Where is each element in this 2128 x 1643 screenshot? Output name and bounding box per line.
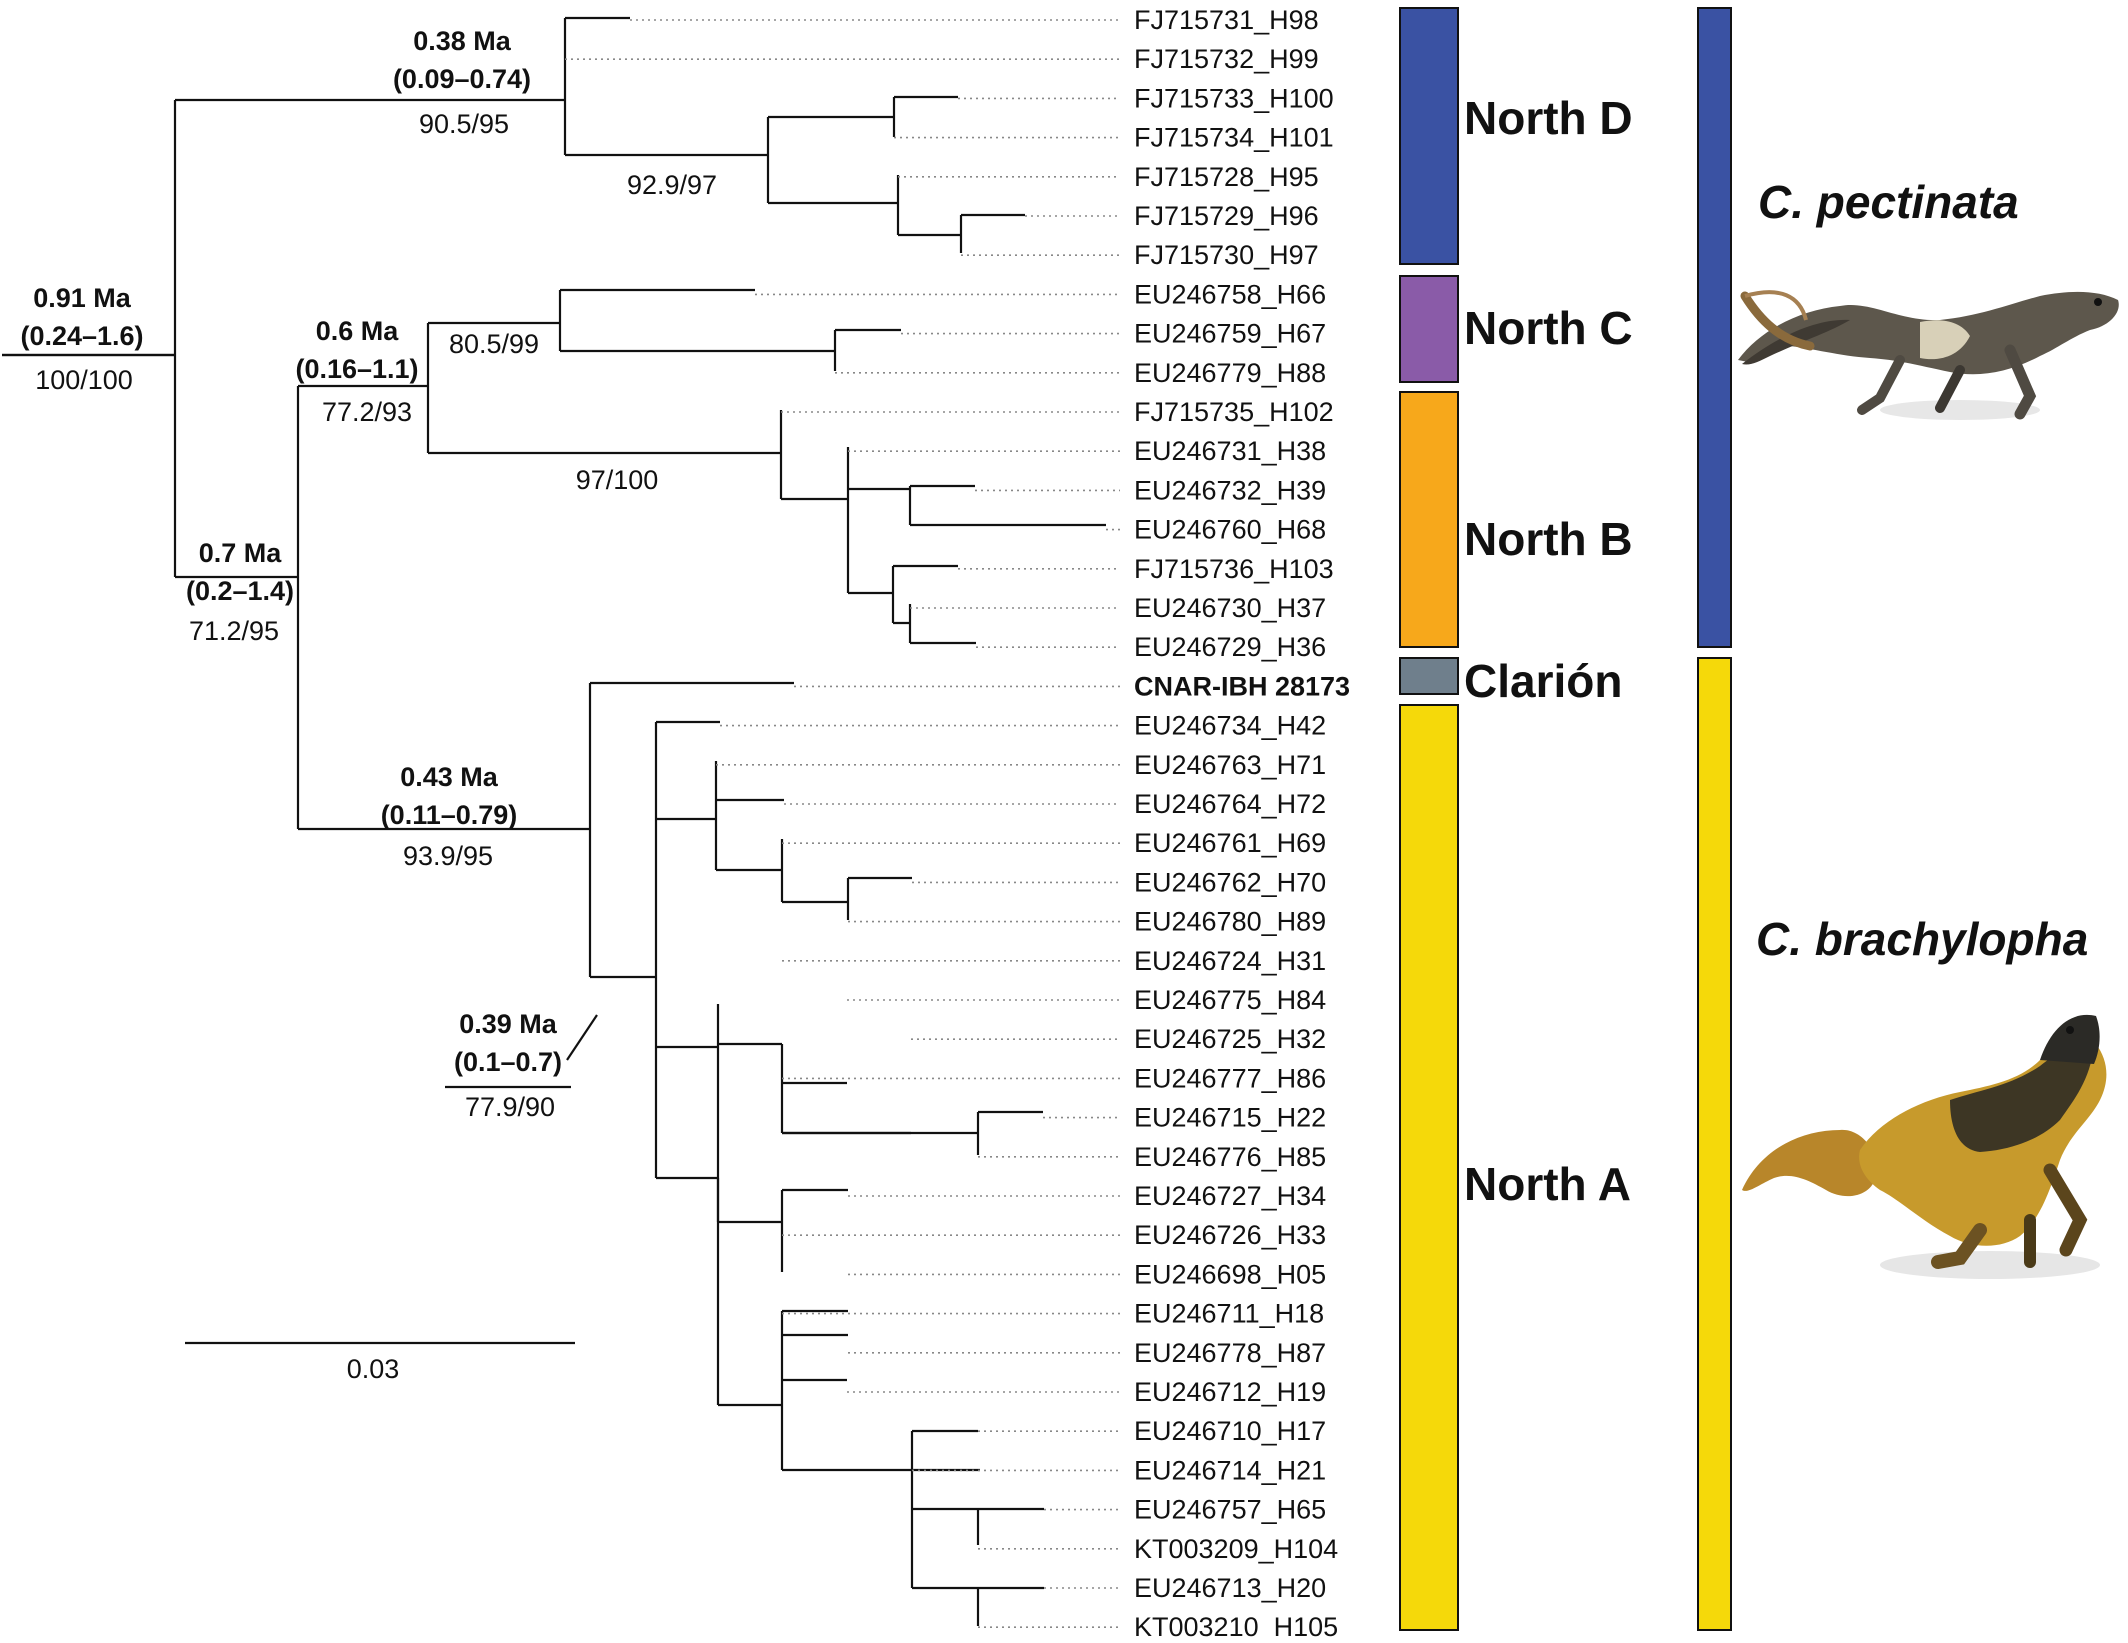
- bc-age: 0.6 Ma: [316, 316, 400, 346]
- tip-label: EU246712_H19: [1134, 1377, 1326, 1407]
- brach-interval: (0.11–0.79): [381, 800, 518, 830]
- tip-label: KT003210_H105: [1134, 1612, 1338, 1638]
- north-a-support: 77.9/90: [465, 1092, 555, 1122]
- north-d-age: 0.38 Ma: [413, 26, 512, 56]
- tip-label: FJ715732_H99: [1134, 44, 1319, 74]
- species-bar-brachylopha: [1697, 657, 1732, 1631]
- tip-label: EU246725_H32: [1134, 1024, 1326, 1054]
- tip-label: EU246758_H66: [1134, 279, 1326, 309]
- clade-label-north-b: North B: [1464, 513, 1633, 565]
- tip-label: EU246698_H05: [1134, 1259, 1326, 1289]
- pect-age: 0.7 Ma: [199, 538, 283, 568]
- clade-label-clarion: Clarión: [1464, 655, 1622, 707]
- bc-interval: (0.16–1.1): [295, 354, 418, 384]
- clade-bars: North D North C North B Clarión North A: [1399, 7, 1633, 1631]
- tip-label: FJ715735_H102: [1134, 397, 1334, 427]
- tip-label: FJ715734_H101: [1134, 123, 1334, 153]
- tip-label: FJ715736_H103: [1134, 554, 1334, 584]
- tip-label: EU246757_H65: [1134, 1495, 1326, 1525]
- tip-label: EU246760_H68: [1134, 515, 1326, 545]
- clade-bar-north-c: [1399, 275, 1459, 383]
- clade-label-north-d: North D: [1464, 92, 1633, 144]
- species-label-pectinata: C. pectinata: [1758, 176, 2019, 228]
- clade-bar-clarion: [1399, 657, 1459, 695]
- pect-support: 71.2/95: [189, 616, 279, 646]
- tip-label: EU246715_H22: [1134, 1103, 1326, 1133]
- scale-bar-label: 0.03: [347, 1354, 400, 1384]
- north-a-interval: (0.1–0.7): [454, 1047, 562, 1077]
- tip-label: EU246763_H71: [1134, 750, 1326, 780]
- north-d-support: 90.5/95: [419, 109, 509, 139]
- tip-label: EU246734_H42: [1134, 711, 1326, 741]
- tip-label: EU246778_H87: [1134, 1338, 1326, 1368]
- species-bars: C. pectinata C. brachylopha: [1697, 7, 2088, 1631]
- tip-label: CNAR-IBH 28173: [1134, 671, 1350, 701]
- root-support: 100/100: [35, 365, 133, 395]
- pect-interval: (0.2–1.4): [186, 576, 294, 606]
- tip-label: EU246764_H72: [1134, 789, 1326, 819]
- species-bar-pectinata: [1697, 7, 1732, 648]
- tree-branches: [2, 16, 1106, 1626]
- tip-label: EU246713_H20: [1134, 1573, 1326, 1603]
- clade-bar-north-a: [1399, 704, 1459, 1631]
- clade-label-north-a: North A: [1464, 1158, 1631, 1210]
- tip-label: EU246711_H18: [1134, 1299, 1324, 1329]
- tip-label: EU246727_H34: [1134, 1181, 1326, 1211]
- tip-label: EU246762_H70: [1134, 867, 1326, 897]
- north-c-support: 80.5/99: [449, 329, 539, 359]
- tip-label: EU246780_H89: [1134, 907, 1326, 937]
- tip-label: FJ715728_H95: [1134, 162, 1319, 192]
- root-interval: (0.24–1.6): [20, 321, 143, 351]
- tip-label: EU246731_H38: [1134, 436, 1326, 466]
- north-d-interval: (0.09–0.74): [393, 64, 531, 94]
- tip-label: EU246710_H17: [1134, 1416, 1326, 1446]
- tip-label: EU246777_H86: [1134, 1063, 1326, 1093]
- brach-age: 0.43 Ma: [400, 762, 499, 792]
- root-age: 0.91 Ma: [33, 283, 132, 313]
- tip-label: FJ715729_H96: [1134, 201, 1319, 231]
- species-label-brachylopha: C. brachylopha: [1756, 913, 2088, 965]
- tip-label: EU246761_H69: [1134, 828, 1326, 858]
- north-d-inner-support: 92.9/97: [627, 170, 717, 200]
- tip-label: EU246759_H67: [1134, 319, 1326, 349]
- clade-bar-north-b: [1399, 391, 1459, 648]
- brach-support: 93.9/95: [403, 841, 493, 871]
- bc-support: 77.2/93: [322, 397, 412, 427]
- tip-label: EU246726_H33: [1134, 1220, 1326, 1250]
- tip-label: EU246776_H85: [1134, 1142, 1326, 1172]
- tip-label: EU246724_H31: [1134, 946, 1326, 976]
- tip-leader-lines: [565, 19, 1120, 1628]
- tip-label: KT003209_H104: [1134, 1534, 1338, 1564]
- clade-bar-north-d: [1399, 7, 1459, 265]
- tip-label: FJ715730_H97: [1134, 240, 1319, 270]
- node-labels: 0.91 Ma (0.24–1.6) 100/100 0.38 Ma (0.09…: [20, 26, 717, 1384]
- tip-label: EU246729_H36: [1134, 632, 1326, 662]
- lizard-photo-brachylopha: [1742, 1014, 2107, 1279]
- tip-label: FJ715733_H100: [1134, 83, 1334, 113]
- tip-labels: FJ715731_H98FJ715732_H99FJ715733_H100FJ7…: [1134, 5, 1350, 1642]
- tip-label: EU246730_H37: [1134, 593, 1326, 623]
- tip-label: EU246775_H84: [1134, 985, 1326, 1015]
- tip-label: FJ715731_H98: [1134, 5, 1319, 35]
- clade-label-north-c: North C: [1464, 302, 1633, 354]
- north-b-support: 97/100: [576, 465, 659, 495]
- tip-label: EU246714_H21: [1134, 1455, 1326, 1485]
- tip-label: EU246779_H88: [1134, 358, 1326, 388]
- north-a-age: 0.39 Ma: [459, 1009, 558, 1039]
- lizard-photo-pectinata: [1738, 290, 2119, 420]
- tip-label: EU246732_H39: [1134, 475, 1326, 505]
